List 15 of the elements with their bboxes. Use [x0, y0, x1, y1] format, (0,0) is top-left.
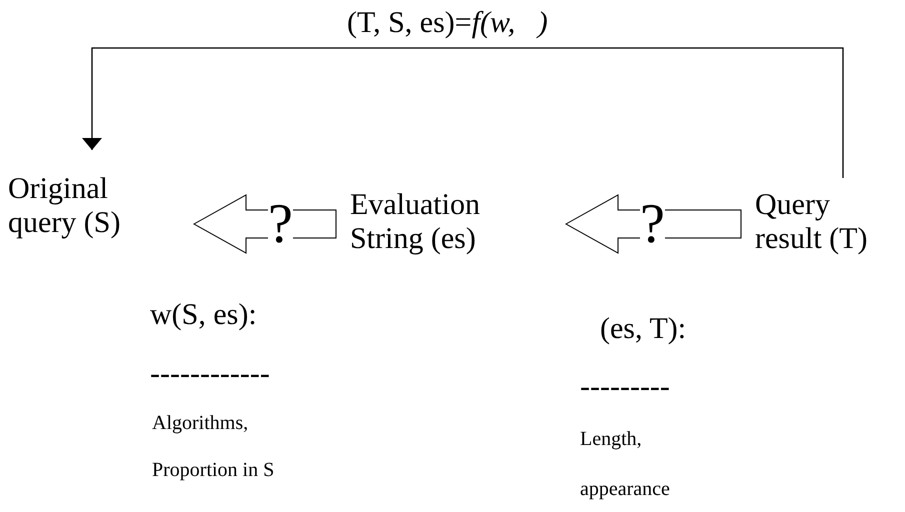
- node-text: Original query (S): [8, 172, 122, 240]
- block-arrow: [564, 194, 742, 254]
- dash-separator: ------------: [150, 357, 270, 390]
- note-text: Length,: [580, 428, 642, 450]
- dash-separator: ---------: [580, 370, 670, 403]
- arrow: [82, 47, 844, 178]
- formula-text: (es, T):: [600, 312, 686, 345]
- block-arrow: [192, 194, 336, 254]
- note-text: Algorithms,: [152, 412, 248, 434]
- note-text: Proportion in S: [152, 459, 274, 481]
- edge-label: (T, S, es)=f(w, ): [347, 6, 548, 39]
- node-text: Query result (T): [755, 188, 868, 256]
- note-text: appearance: [580, 478, 670, 500]
- node-text: Evaluation String (es): [350, 188, 481, 256]
- formula-text: w(S, es):: [150, 298, 257, 331]
